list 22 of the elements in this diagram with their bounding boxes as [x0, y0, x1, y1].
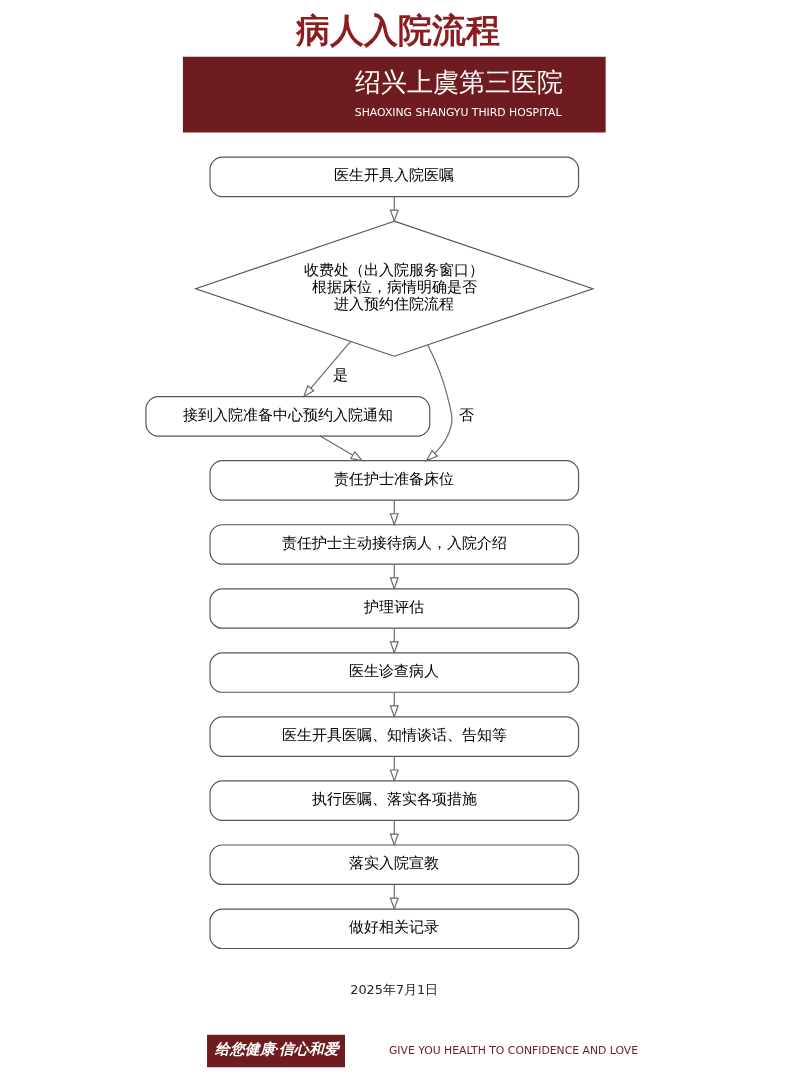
label: GIVE YOU HEALTH TO CONFIDENCE AND LOVE: [388, 1043, 639, 1057]
node-box: 做好相关记录: [209, 908, 580, 950]
edge-label: 否: [459, 405, 475, 423]
node-box: 接到入院准备中心预约入院通知: [145, 396, 431, 437]
node-box: 护理评估: [209, 588, 580, 629]
node-box: 执行医嘱、落实各项措施: [209, 780, 580, 821]
node-box: 医生开具入院医嘱: [209, 156, 580, 198]
label: 给您健康·信心和爱: [214, 1040, 339, 1057]
label: 2025年7月1日: [350, 982, 439, 998]
node-box: 医生开具医嘱、知情谈话、告知等: [209, 716, 580, 757]
diagram-title: 病人入院流程: [295, 11, 500, 51]
arrow: [302, 340, 351, 398]
label: 绍兴上虞第三医院: [354, 67, 563, 98]
node-box: 责任护士准备床位: [209, 460, 580, 501]
node-box: 医生诊查病人: [209, 652, 580, 693]
edge-label: 是: [333, 365, 349, 383]
node-box: 落实入院宣教: [209, 844, 580, 885]
node-box: 责任护士主动接待病人，入院介绍: [209, 524, 580, 565]
label: SHAOXING SHANGYU THIRD HOSPITAL: [354, 106, 562, 120]
arrow: [319, 435, 364, 462]
node-diamond: 收费处（出入院服务窗口）根据床位，病情明确是否进入预约住院流程: [193, 220, 595, 357]
arrow: [425, 344, 453, 462]
